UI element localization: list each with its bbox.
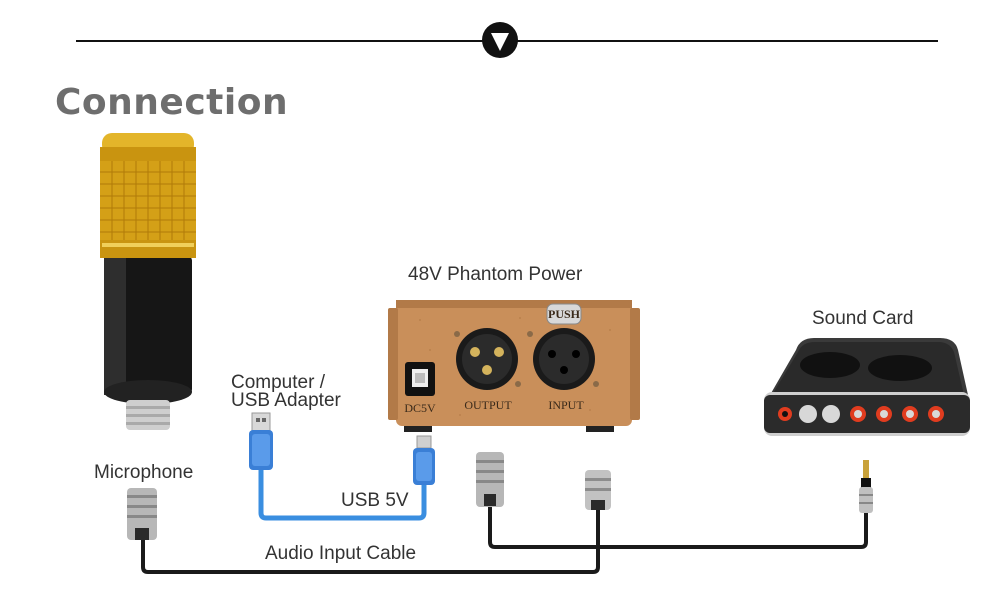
audio-input-cable-label: Audio Input Cable: [265, 543, 417, 564]
phantom-input-xlr-plug: [585, 470, 611, 510]
usb-cable: [258, 470, 427, 521]
phantom-output-label: OUTPUT: [464, 398, 512, 412]
chevron-down-badge-icon: [482, 22, 518, 58]
phantom-power-label: 48V Phantom Power: [408, 264, 583, 285]
phantom-input-label: INPUT: [548, 398, 584, 412]
usb-b-plug: [413, 435, 435, 485]
microphone-illustration: [100, 133, 196, 430]
usb-5v-label: USB 5V: [341, 490, 409, 511]
top-divider-right: [514, 40, 938, 42]
mic-xlr-plug: [127, 488, 157, 540]
usb-adapter-label-line2: USB Adapter: [231, 390, 341, 411]
phantom-power-unit: [388, 300, 640, 432]
top-divider-left: [76, 40, 486, 42]
audio-input-cable: [141, 508, 600, 574]
microphone-label: Microphone: [94, 462, 194, 483]
phantom-output-xlr-plug: [476, 452, 504, 507]
sound-card-label: Sound Card: [812, 308, 914, 329]
usb-adapter-label-line1: Computer /: [231, 372, 325, 393]
page-title: Connection: [55, 82, 289, 123]
phantom-dc5v-label: DC5V: [404, 401, 436, 415]
usb-a-plug: [249, 412, 273, 470]
sound-card-cable: [488, 505, 868, 549]
sound-card-3.5mm-jack: [859, 460, 873, 513]
phantom-push-label: PUSH: [548, 307, 581, 321]
sound-card-illustration: [764, 338, 970, 436]
